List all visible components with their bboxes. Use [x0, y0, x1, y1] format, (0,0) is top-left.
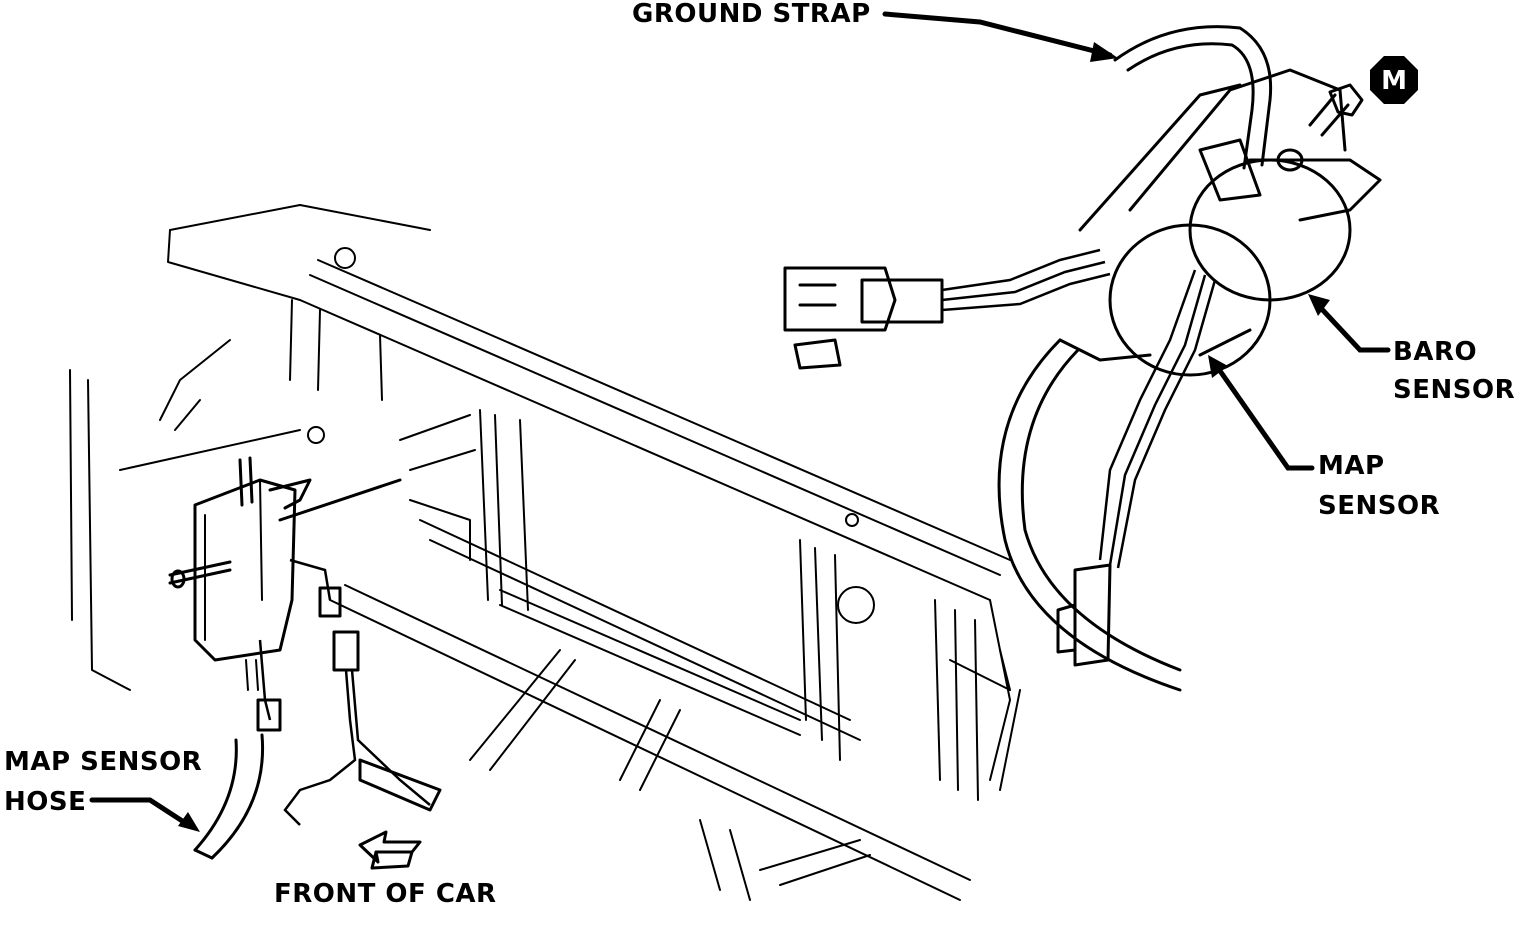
label-front-of-car: FRONT OF CAR: [274, 879, 497, 909]
front-of-car-arrow-icon: [358, 830, 422, 870]
label-baro-sensor-line1: BARO: [1393, 337, 1477, 367]
label-map-sensor-hose-line2: HOSE: [4, 787, 86, 817]
vehicle-body-linework: [69, 204, 1021, 901]
map-sensor-leader: [1208, 355, 1315, 471]
label-map-sensor-line1: MAP: [1318, 451, 1385, 481]
label-baro-sensor-line2: SENSOR: [1393, 375, 1515, 405]
firewall-sensor-assembly: [168, 456, 442, 860]
map-sensor-hose-leader: [89, 797, 200, 832]
baro-map-sensor-closeup: [783, 25, 1382, 692]
m-badge-letter: M: [1381, 66, 1407, 96]
label-map-sensor-hose-line1: MAP SENSOR: [4, 747, 202, 777]
m-badge-icon: M: [1370, 56, 1418, 104]
baro-sensor-leader: [1308, 294, 1391, 353]
label-map-sensor-line2: SENSOR: [1318, 491, 1440, 521]
ground-strap-leader: [882, 11, 1118, 62]
label-ground-strap: GROUND STRAP: [632, 0, 871, 29]
